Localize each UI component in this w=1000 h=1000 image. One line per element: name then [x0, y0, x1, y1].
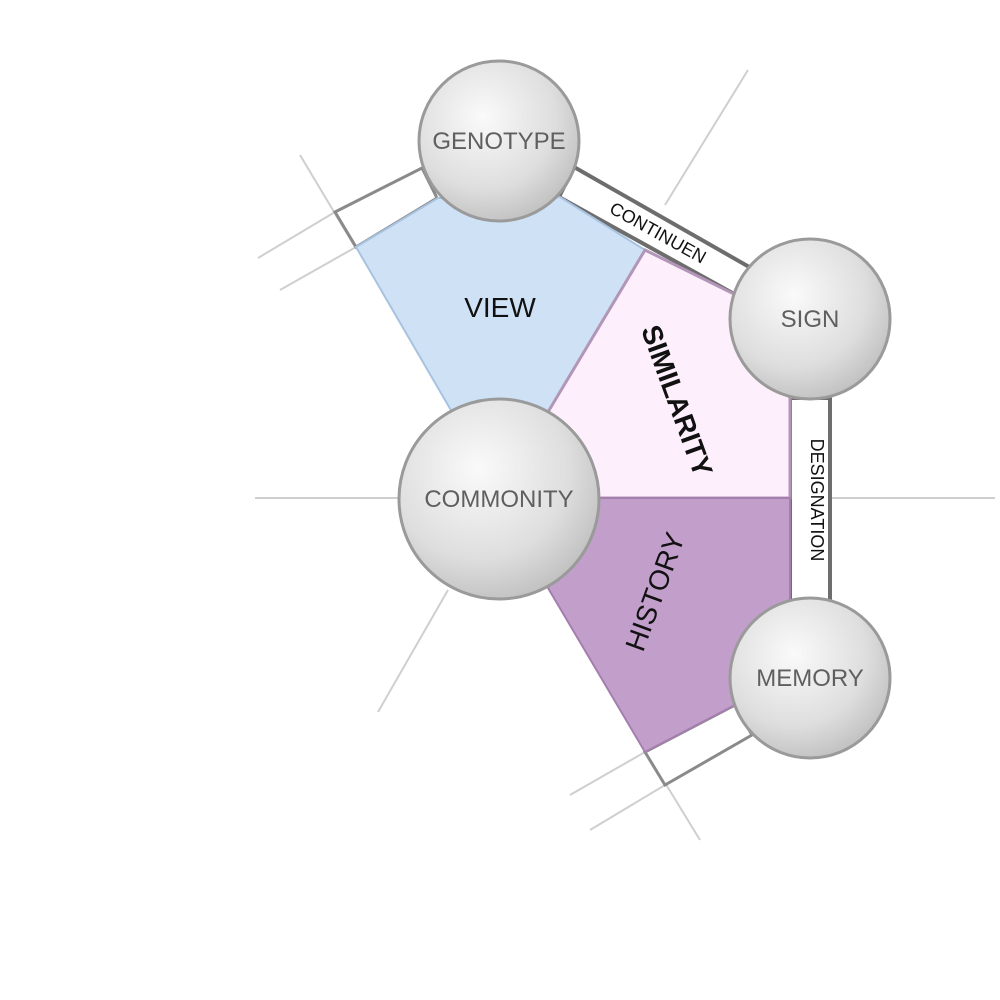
memory-label: MEMORY	[756, 665, 864, 692]
guide-line	[279, 246, 357, 291]
commonity-sphere	[397, 397, 601, 601]
guide-line	[664, 69, 749, 206]
guide-line	[589, 784, 666, 831]
genotype-label: GENOTYPE	[432, 128, 565, 155]
guide-line	[569, 751, 646, 796]
guide-lines	[255, 69, 995, 841]
node-memory: MEMORY	[728, 596, 892, 760]
commonity-label: COMMONITY	[424, 486, 573, 513]
sign-sphere	[728, 237, 892, 401]
guide-line	[257, 211, 336, 259]
guide-line	[377, 589, 449, 713]
designation-label: DESIGNATION	[807, 439, 827, 562]
node-genotype: GENOTYPE	[417, 59, 581, 223]
memory-sphere	[728, 596, 892, 760]
genotype-sphere	[417, 59, 581, 223]
view-label: VIEW	[464, 292, 536, 323]
node-sign: SIGN	[728, 237, 892, 401]
sign-label: SIGN	[781, 306, 840, 333]
node-commonity: COMMONITY	[397, 397, 601, 601]
